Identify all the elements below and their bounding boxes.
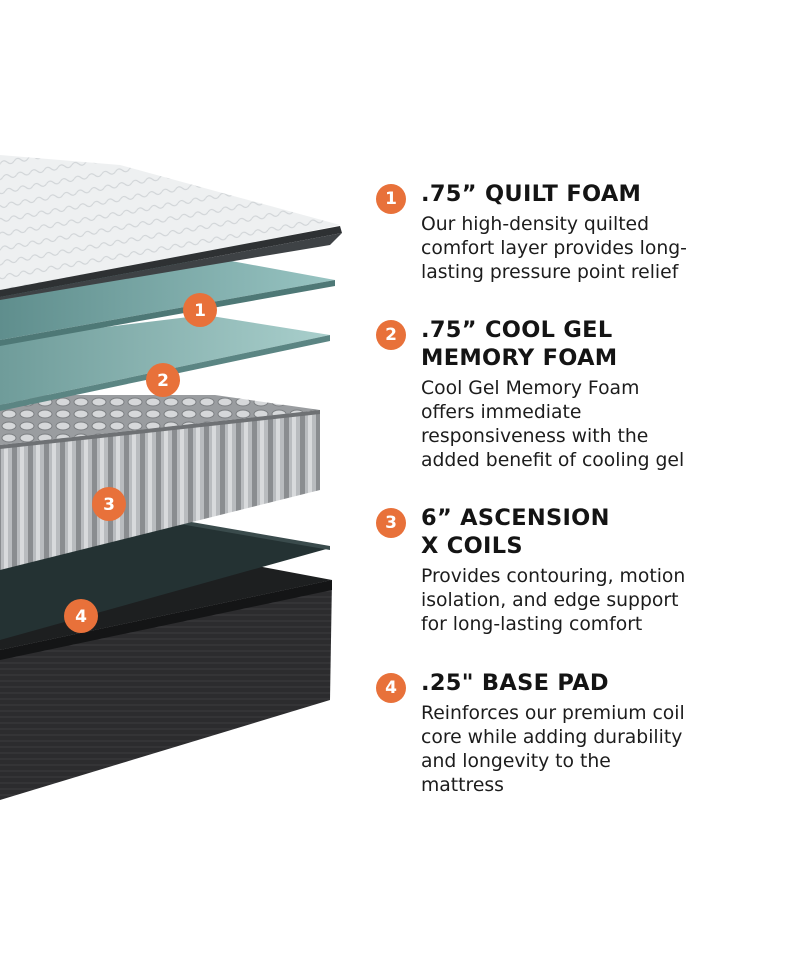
feature-item-base-pad: 4 .25" BASE PAD Reinforces our premium c… [370,669,785,798]
feature-description: Reinforces our premium coil core while a… [421,703,685,796]
base-layer [0,520,332,800]
layer-badge-4: 4 [64,599,98,633]
feature-title: .75” QUILT FOAM [421,181,642,207]
coil-layer [0,395,320,570]
feature-title: .25" BASE PAD [421,670,609,696]
svg-text:4: 4 [75,607,87,627]
quilted-top-layer [0,155,342,300]
feature-item-ascension-x-coils: 3 6” ASCENSION X COILS Provides contouri… [370,504,785,637]
feature-item-cool-gel-memory-foam: 2 .75” COOL GEL MEMORY FOAM Cool Gel Mem… [370,316,785,473]
layer-badge-2: 2 [146,363,180,397]
feature-description: Cool Gel Memory Foam offers immediate re… [421,378,685,471]
feature-title: .75” COOL GEL MEMORY FOAM [421,317,618,371]
feature-number-badge: 2 [376,320,406,350]
feature-title: 6” ASCENSION X COILS [421,505,610,559]
feature-number-badge: 3 [376,508,406,538]
svg-text:1: 1 [194,301,206,321]
mattress-layers-image: 1 2 3 4 [0,155,342,800]
feature-description: Our high-density quilted comfort layer p… [421,214,687,283]
feature-item-quilt-foam: 1 .75” QUILT FOAM Our high-density quilt… [370,180,785,285]
svg-text:3: 3 [103,495,115,515]
feature-number-badge: 4 [376,673,406,703]
layer-badge-1: 1 [183,293,217,327]
layer-badge-3: 3 [92,487,126,521]
feature-description: Provides contouring, motion isolation, a… [421,566,686,635]
feature-number-badge: 1 [376,184,406,214]
svg-text:2: 2 [157,371,169,391]
